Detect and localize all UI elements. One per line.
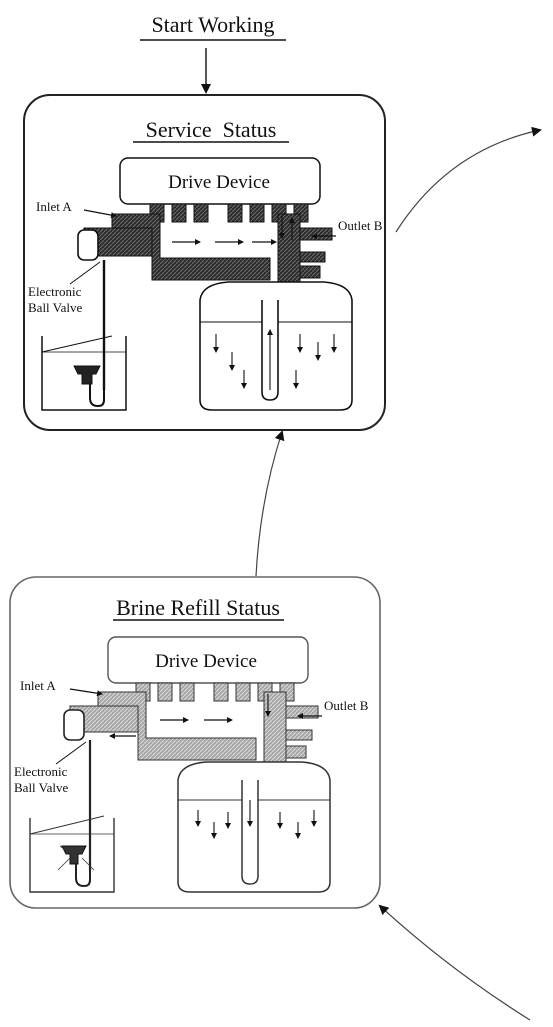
brine-refill-panel: Brine Refill Status Drive Device (10, 577, 380, 908)
brine-drive-device-label: Drive Device (155, 651, 257, 672)
brine-to-service-arrow (256, 432, 282, 576)
brine-ball-valve-cylinder (64, 710, 84, 740)
brine-outlet-label: Outlet B (324, 698, 369, 713)
brine-valve-label-line1: Electronic (14, 764, 68, 779)
brine-distributor-tube (242, 780, 258, 884)
service-status-panel: Service Status Drive Device (24, 95, 385, 430)
service-drive-device-label: Drive Device (168, 172, 270, 193)
brine-panel-title: Brine Refill Status (116, 595, 280, 620)
service-ball-valve-cylinder (78, 230, 98, 260)
service-valve-label-line1: Electronic (28, 284, 82, 299)
service-panel-title: Service Status (146, 117, 277, 142)
brine-valve-label-line2: Ball Valve (14, 780, 69, 795)
start-working-label: Start Working (151, 12, 274, 37)
service-valve-label-line2: Ball Valve (28, 300, 83, 315)
brine-inlet-label: Inlet A (20, 678, 56, 693)
service-inlet-label: Inlet A (36, 199, 72, 214)
service-exit-arrow (396, 130, 540, 232)
incoming-arrow-to-brine (380, 906, 530, 1020)
service-outlet-label: Outlet B (338, 218, 383, 233)
